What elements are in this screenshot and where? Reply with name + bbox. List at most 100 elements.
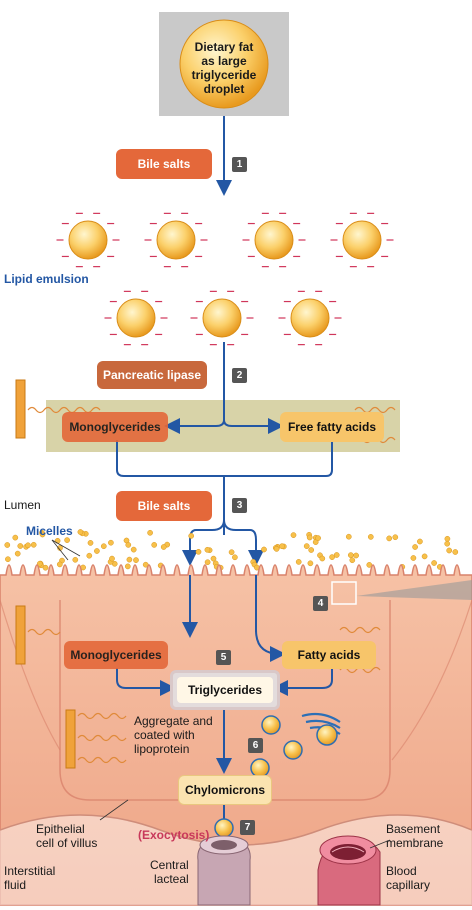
blood-capillary-vessel [317,835,381,906]
micelle [261,546,267,553]
micelle [12,534,19,541]
micelle [431,560,437,566]
micelle [353,552,359,559]
micelle [290,532,297,538]
micelle [421,553,428,560]
micelle [366,562,373,568]
micelles-label: Micelles [26,524,73,538]
droplet-line-3: triglyceride [191,68,257,82]
micelle [410,555,417,561]
micelle [72,556,79,563]
micelle [367,534,374,540]
free-fatty-acids-box: Free fatty acids [280,412,384,442]
step-badge-4: 4 [313,596,328,611]
bile-salts-box-2: Bile salts [116,491,212,521]
micelle [319,555,326,562]
micelle [108,539,114,546]
micelle [147,529,153,536]
droplet-label: Dietary fat as large triglyceride drople… [186,40,262,96]
step-badge-7: 7 [240,820,255,835]
lumen-label: Lumen [4,498,41,512]
emulsion-droplet [68,220,108,260]
micelle [452,549,459,555]
triglycerides-box: Triglycerides [177,677,273,703]
micelle [126,556,133,563]
capillary-line-2: capillary [386,878,431,892]
micelle [349,557,356,564]
lipid-emulsion-label: Lipid emulsion [4,272,89,286]
micelle [77,529,84,535]
micelle [30,541,37,548]
micelle [56,561,63,568]
micelle [204,559,211,566]
epithelial-cell-label: Epithelial cell of villus [36,822,97,850]
emulsion-droplet [342,220,382,260]
monoglycerides-box-top: Monoglycerides [62,412,168,442]
chylomicron-vesicles [214,715,338,838]
aggregate-line-1: Aggregate and [134,714,213,728]
micelle [188,533,195,539]
emulsion-droplet [254,220,294,260]
triglycerides-box-frame: Triglycerides [170,670,280,710]
micelle [210,555,217,562]
micelle [417,538,423,545]
bile-salts-box-1: Bile salts [116,149,212,179]
micelle [39,531,46,538]
micelle [125,542,132,548]
emulsion-droplet [116,298,156,338]
monoglycerides-box-bottom: Monoglycerides [64,641,168,669]
step-badge-1: 1 [232,157,247,172]
lacteal-line-2: lacteal [154,872,189,886]
micelle [36,560,43,567]
micelle [444,540,451,547]
micelle [333,552,340,558]
zoom-box [331,581,357,605]
epithelial-line-1: Epithelial [36,822,85,836]
micelle [345,533,352,540]
micelle [151,542,158,548]
emulsion-droplet [202,298,242,338]
large-fat-droplet [179,19,269,109]
micelle [232,554,238,561]
basement-membrane-label: Basement membrane [386,822,443,850]
micelle [64,537,70,543]
micelle [130,546,137,553]
micelle [124,563,131,570]
micelle [100,543,107,550]
step-badge-2: 2 [232,368,247,383]
micelle [204,546,211,553]
droplet-line-1: Dietary fat [194,40,254,54]
lipid-symbol-bar [15,379,26,439]
micelle [386,535,393,542]
micelle [295,559,302,565]
micelle [14,550,21,557]
emulsion-droplet [290,298,330,338]
micelle [86,552,93,559]
exocytosis-label: (Exocytosis) [138,828,210,842]
droplet-line-2: as large [201,54,247,68]
central-lacteal-label: Central lacteal [150,858,189,886]
blood-capillary-label: Blood capillary [386,864,430,892]
micelle [308,547,315,553]
interstitial-line-2: fluid [4,878,27,892]
aggregate-label: Aggregate and coated with lipoprotein [134,714,213,756]
step-badge-6: 6 [248,738,263,753]
droplet-line-4: droplet [203,82,245,96]
emulsion-droplet [156,220,196,260]
lipid-emulsion-droplets [56,212,394,346]
micelle [392,534,399,541]
micelle [160,544,167,550]
micelle [412,544,418,550]
step-badge-5: 5 [216,650,231,665]
micelle [42,564,49,571]
micelle [307,560,314,567]
micelle [17,543,24,549]
basement-line-2: membrane [386,836,444,850]
micelle [228,549,235,556]
micelle [329,554,335,560]
epithelial-line-2: cell of villus [36,836,98,850]
pancreatic-lipase-box: Pancreatic lipase [97,361,207,389]
micelle [347,552,354,558]
